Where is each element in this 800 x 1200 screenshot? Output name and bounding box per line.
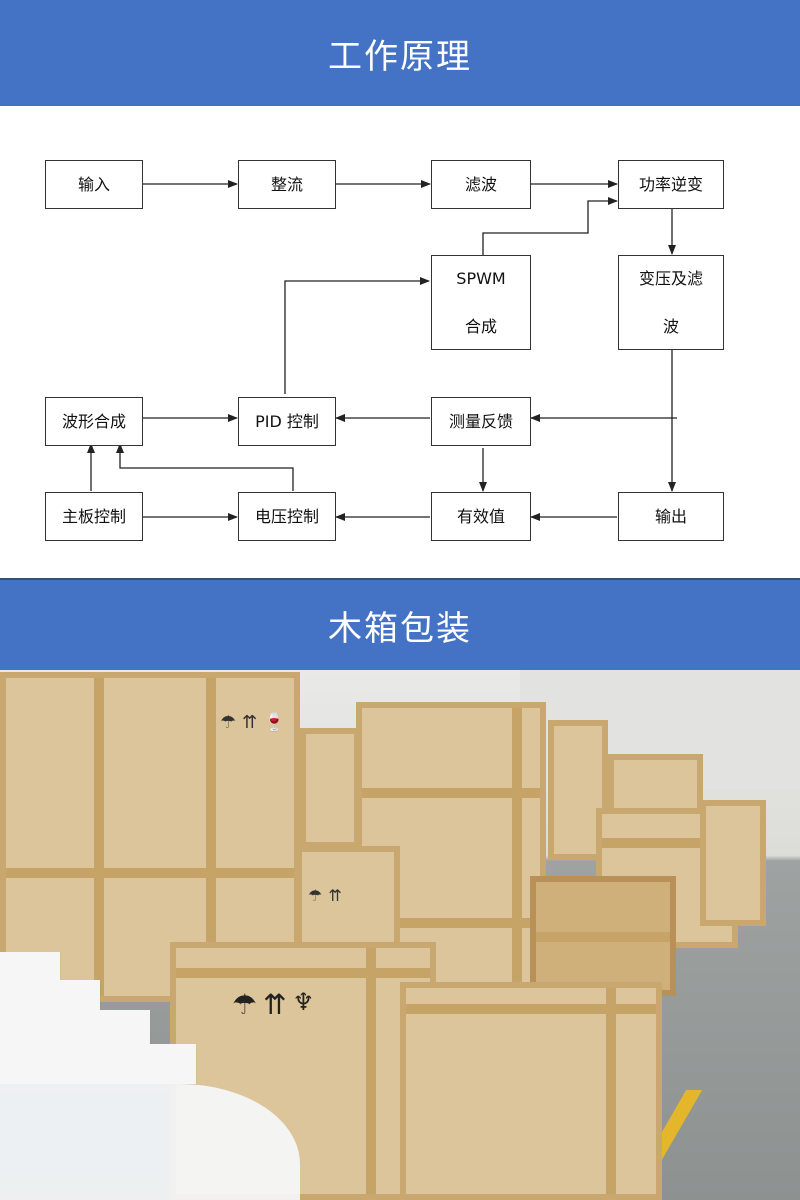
this-side-up-icon: ⇈	[263, 988, 287, 1021]
handling-symbols: ☂ ⇈	[308, 886, 342, 905]
crate-rail	[602, 838, 732, 848]
plastic-wrap	[0, 1084, 300, 1200]
node-rectify: 整流	[238, 160, 336, 209]
foam-sheet	[0, 1044, 196, 1084]
crate-rail	[206, 678, 216, 996]
node-inverter-label: 功率逆变	[638, 174, 703, 194]
umbrella-icon: ☂	[308, 886, 323, 905]
section-banner-principle: 工作原理	[0, 0, 800, 106]
crate-rail	[406, 1004, 656, 1014]
handling-symbols: ☂ ⇈ ♆	[232, 988, 314, 1021]
node-pid: PID 控制	[238, 397, 336, 446]
section-divider	[0, 578, 800, 580]
node-output-label: 输出	[654, 506, 687, 526]
flow-connectors	[87, 180, 677, 521]
node-input-label: 输入	[77, 174, 110, 194]
crate-photo: ☂ ⇈ 🍷 ☂ ⇈ ☂ ⇈ ♆	[0, 670, 800, 1200]
crate-rail	[536, 932, 670, 942]
arrow-pid-spwm	[284, 277, 430, 394]
section-banner-packaging: 木箱包装	[0, 580, 800, 670]
node-transformer: 变压及滤 波	[618, 255, 724, 350]
crate-rail	[6, 868, 294, 878]
foam-sheet	[0, 952, 60, 980]
node-output: 输出	[618, 492, 724, 541]
this-side-up-icon: ⇈	[242, 712, 258, 733]
node-filter-label: 滤波	[464, 174, 497, 194]
crate-rail	[606, 988, 616, 1194]
node-filter: 滤波	[431, 160, 531, 209]
crate-rail	[94, 678, 104, 996]
foam-sheet	[0, 1010, 150, 1044]
crate-rail	[362, 788, 540, 798]
node-measure-label: 测量反馈	[448, 411, 513, 431]
crate-rail	[366, 948, 376, 1194]
crate-rail	[512, 708, 522, 986]
node-mainboard-label: 主板控制	[61, 506, 126, 526]
node-transformer-label-1: 变压及滤	[638, 268, 703, 288]
node-voltage: 电压控制	[238, 492, 336, 541]
this-side-up-icon: ⇈	[328, 886, 342, 905]
handling-symbols: ☂ ⇈ 🍷	[220, 712, 286, 733]
wooden-crate	[530, 876, 676, 996]
wooden-crate	[608, 754, 703, 814]
umbrella-icon: ☂	[220, 712, 237, 733]
node-effective: 有效值	[431, 492, 531, 541]
node-input: 输入	[45, 160, 143, 209]
foam-sheet	[0, 980, 100, 1010]
node-mainboard: 主板控制	[45, 492, 143, 541]
crate-rail	[176, 968, 430, 978]
node-effective-label: 有效值	[456, 506, 505, 526]
wooden-crate	[400, 982, 662, 1200]
crate-rail	[362, 918, 540, 928]
arrow-spwm-inverter	[482, 197, 618, 255]
node-pid-label: PID 控制	[255, 411, 319, 431]
umbrella-icon: ☂	[232, 988, 258, 1021]
wooden-crate	[700, 800, 766, 926]
node-spwm-label-1: SPWM	[456, 268, 506, 288]
node-voltage-label: 电压控制	[254, 506, 319, 526]
node-rectify-label: 整流	[270, 174, 303, 194]
node-spwm-label-2: 合成	[464, 316, 497, 336]
node-spwm: SPWM 合成	[431, 255, 531, 350]
node-transformer-label-2: 波	[662, 316, 679, 336]
section-title-principle: 工作原理	[328, 36, 472, 77]
wooden-crate	[300, 728, 360, 848]
node-inverter: 功率逆变	[618, 160, 724, 209]
node-measure: 测量反馈	[431, 397, 531, 446]
flow-diagram: 输入 整流 滤波 功率逆变 SPWM 合成 变压及滤 波 波形合成 PID 控制…	[0, 106, 800, 578]
fragile-glass-icon: ♆	[292, 988, 315, 1016]
arrow-voltage-waveform	[116, 443, 294, 491]
section-title-packaging: 木箱包装	[328, 608, 472, 649]
node-waveform-label: 波形合成	[61, 411, 126, 431]
fragile-glass-icon: 🍷	[263, 712, 286, 733]
node-waveform: 波形合成	[45, 397, 143, 446]
